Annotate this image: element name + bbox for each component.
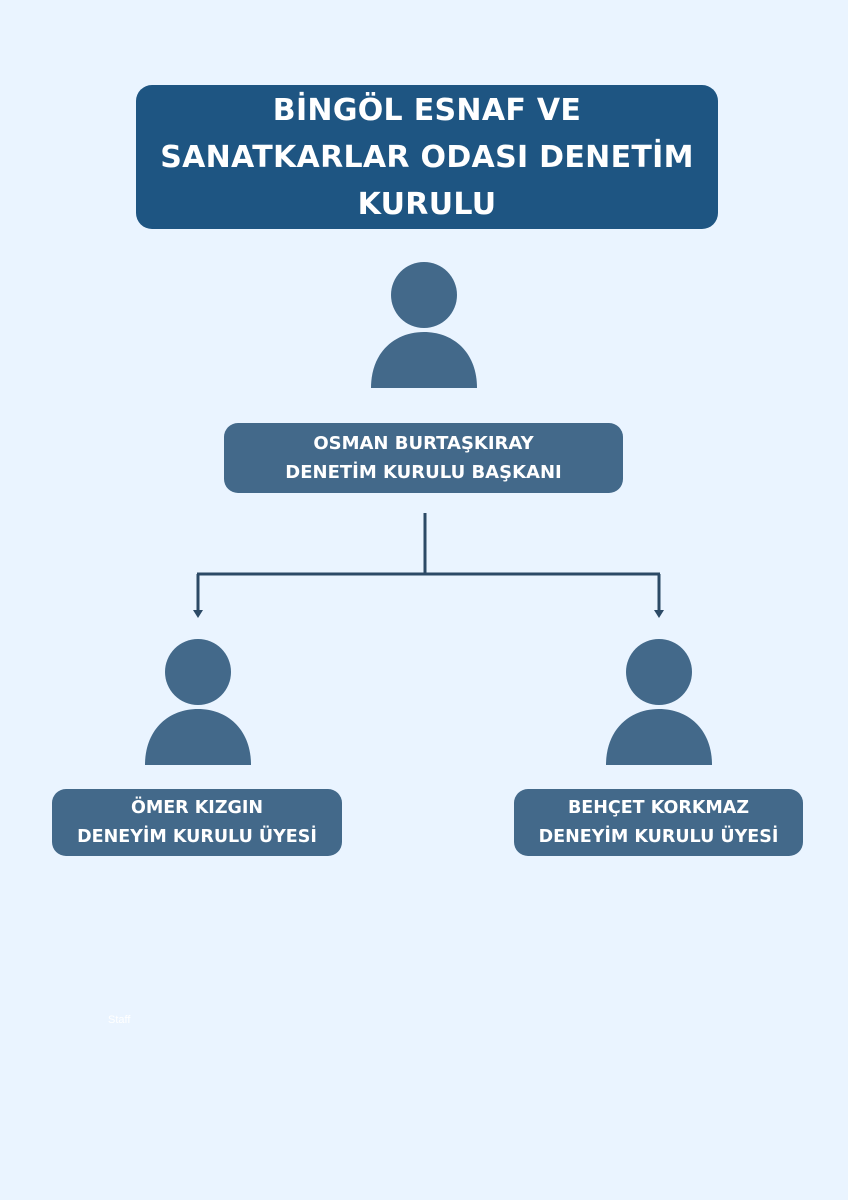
title-line-2: SANATKARLAR ODASI DENETİM (160, 139, 694, 175)
member-card: BEHÇET KORKMAZ DENEYİM KURULU ÜYESİ (514, 789, 803, 856)
member-name: BEHÇET KORKMAZ (567, 797, 750, 818)
person-icon (143, 637, 253, 767)
member-role: DENEYİM KURULU ÜYESİ (77, 826, 317, 847)
arrow-left-icon (193, 610, 203, 618)
page-title: BİNGÖL ESNAF VE SANATKARLAR ODASI DENETİ… (157, 87, 697, 228)
head-role: DENETİM KURULU BAŞKANI (285, 462, 562, 483)
arrow-right-icon (654, 610, 664, 618)
member-card: ÖMER KIZGIN DENEYİM KURULU ÜYESİ (52, 789, 342, 856)
watermark-text: Staff (108, 1014, 131, 1026)
head-name: OSMAN BURTAŞKIRAY (313, 433, 534, 454)
head-card: OSMAN BURTAŞKIRAY DENETİM KURULU BAŞKANI (224, 423, 623, 493)
member-name: ÖMER KIZGIN (130, 797, 264, 818)
title-box: BİNGÖL ESNAF VE SANATKARLAR ODASI DENETİ… (136, 85, 718, 229)
person-icon (369, 260, 479, 390)
title-line-3: KURULU (357, 186, 497, 222)
title-line-1: BİNGÖL ESNAF VE (272, 92, 582, 128)
member-role: DENEYİM KURULU ÜYESİ (538, 826, 779, 847)
person-icon (604, 637, 714, 767)
